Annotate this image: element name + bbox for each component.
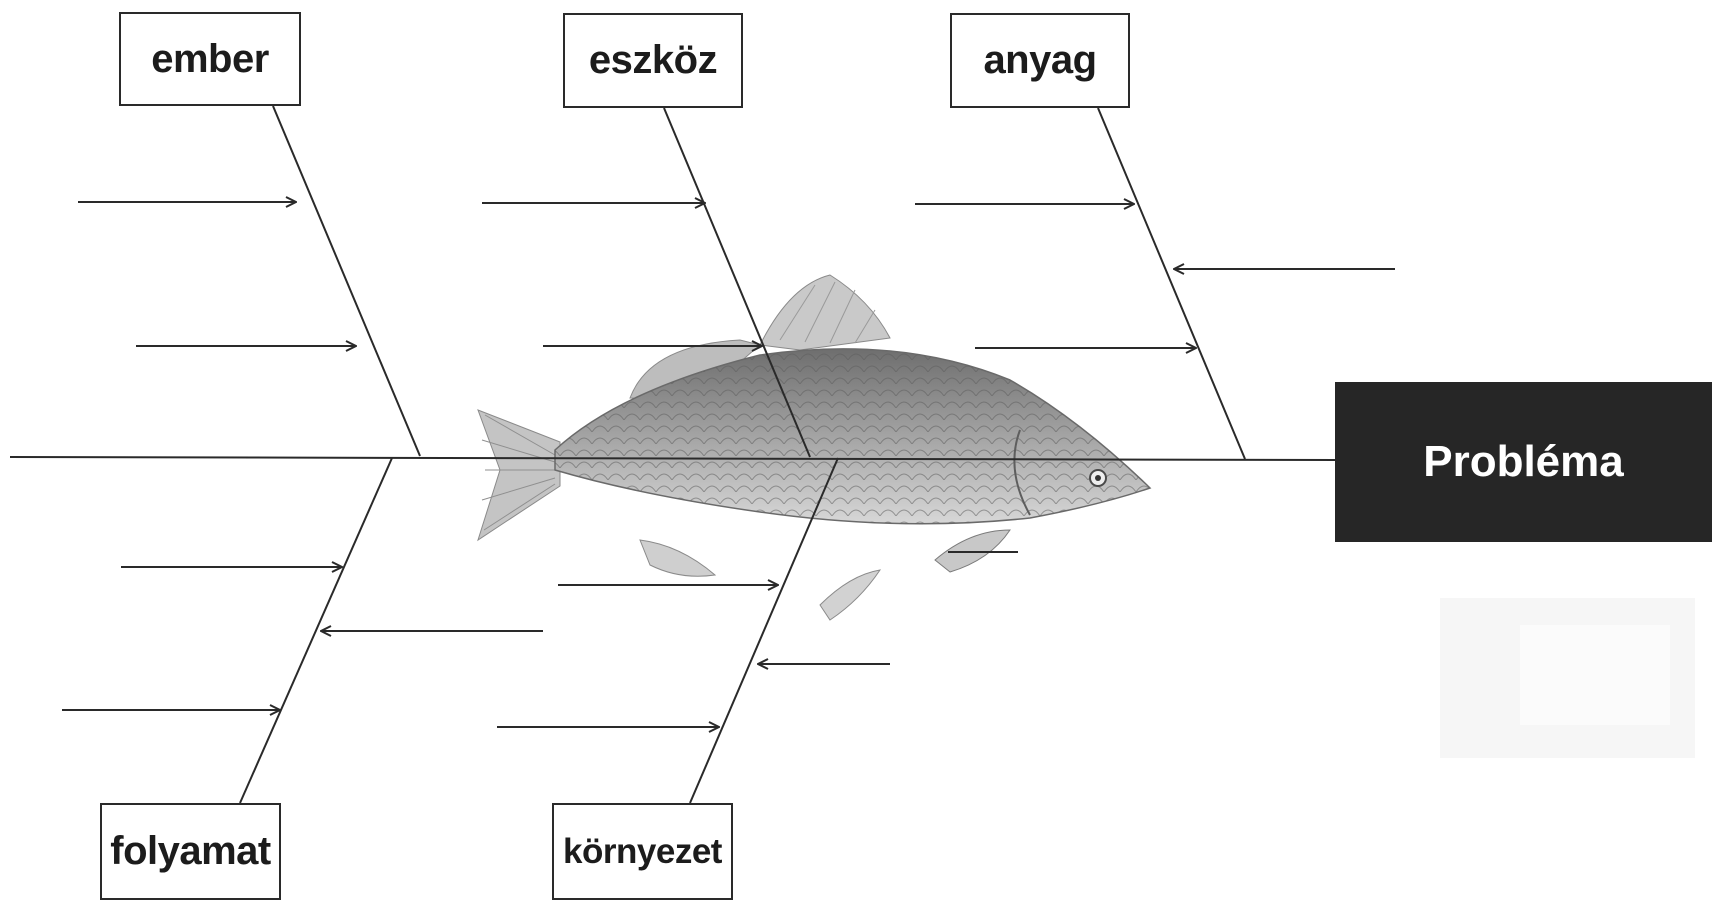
- category-label-eszkoz: eszköz: [589, 38, 717, 83]
- bone-anyag: [1098, 108, 1245, 459]
- category-box-kornyezet: környezet: [552, 803, 733, 900]
- category-label-ember: ember: [151, 37, 269, 82]
- problem-label: Probléma: [1423, 437, 1624, 487]
- category-label-folyamat: folyamat: [110, 829, 271, 874]
- category-label-kornyezet: környezet: [563, 832, 722, 872]
- category-box-eszkoz: eszköz: [563, 13, 743, 108]
- category-box-anyag: anyag: [950, 13, 1130, 108]
- problem-box: Probléma: [1335, 382, 1712, 542]
- carp-fish-icon: [478, 275, 1150, 620]
- category-box-ember: ember: [119, 12, 301, 106]
- category-label-anyag: anyag: [983, 38, 1096, 83]
- bone-ember: [273, 106, 420, 456]
- category-box-folyamat: folyamat: [100, 803, 281, 900]
